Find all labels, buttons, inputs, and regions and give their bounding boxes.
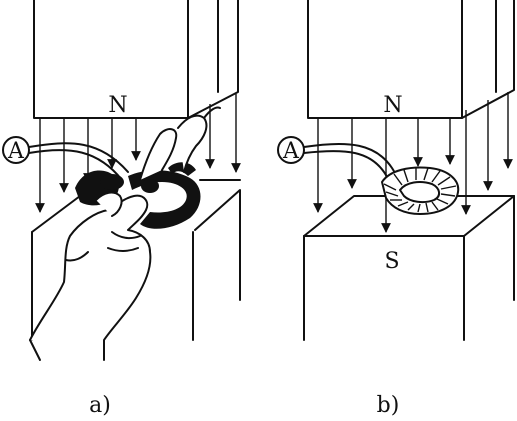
north-pole-label-a: N [108, 93, 127, 118]
north-pole-block-a [33, 0, 239, 119]
south-pole-block-b [303, 195, 515, 341]
ammeter-icon [2, 136, 30, 164]
hand-icon [29, 106, 221, 361]
ammeter-symbol-a: A [7, 139, 25, 164]
ammeter-icon [277, 136, 305, 164]
probe-coil-icon [381, 166, 460, 215]
caption-a: a) [89, 393, 111, 418]
north-pole-label-b: N [383, 93, 402, 118]
flux-arrows-a [35, 94, 241, 213]
south-pole-label-b: S [384, 249, 399, 274]
lower-pole-block-a [31, 179, 241, 341]
ammeter-a: A [2, 136, 129, 181]
north-pole-block-b [307, 0, 515, 119]
caption-b: b) [377, 393, 400, 418]
panel-b: A [277, 0, 515, 418]
ammeter-symbol-b: A [282, 139, 300, 164]
panel-a: A N a) [2, 0, 241, 418]
